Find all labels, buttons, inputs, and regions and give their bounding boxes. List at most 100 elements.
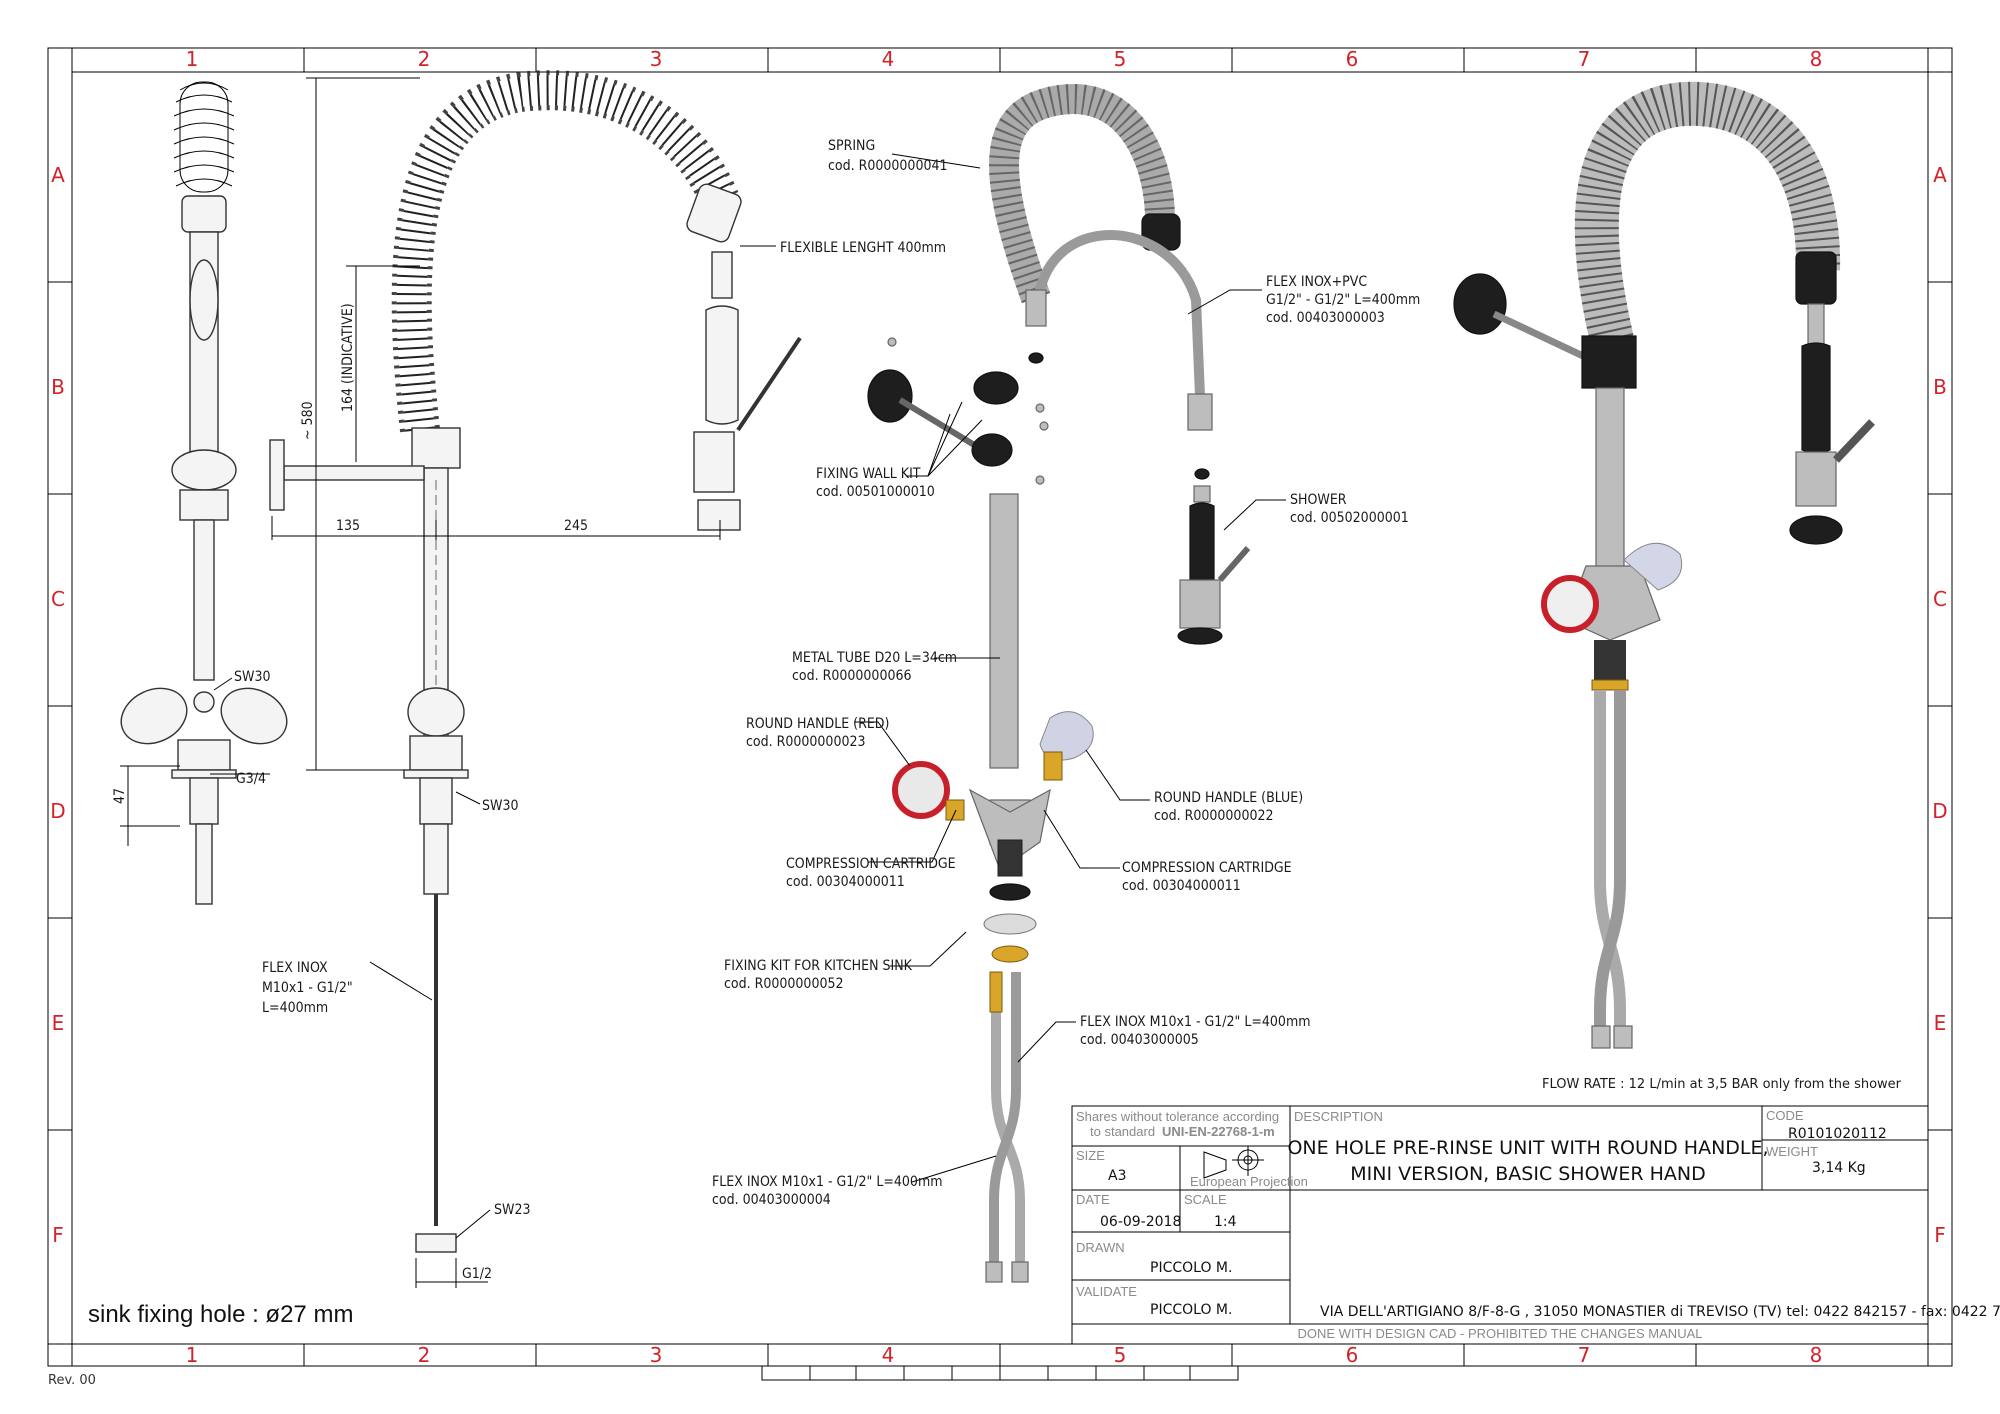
side-view-drawing: [269, 70, 802, 1253]
drawn-label: DRAWN: [1076, 1240, 1125, 1255]
callout-handle-blue-code: cod. R0000000022: [1154, 808, 1274, 824]
grid-row-label: B: [51, 375, 65, 399]
grid-col-label: 7: [1578, 1343, 1591, 1367]
grid-col-label: 3: [650, 1343, 663, 1367]
grid-row-label: B: [1933, 375, 1947, 399]
grid-row-label: A: [1933, 163, 1947, 187]
tolerance-standard: UNI-EN-22768-1-m: [1162, 1124, 1275, 1139]
dim-135: 135: [336, 518, 360, 534]
dim-g34: G3/4: [236, 771, 266, 787]
callout-sink-kit-code: cod. R0000000052: [724, 976, 844, 992]
front-view-drawing: [120, 81, 288, 905]
revision-label: Rev. 00: [48, 1373, 96, 1388]
drawn-value: PICCOLO M.: [1150, 1260, 1232, 1276]
scale-value: 1:4: [1214, 1214, 1237, 1230]
flex-left-line2: M10x1 - G1/2": [262, 980, 353, 996]
grid-row-label: F: [1934, 1223, 1946, 1247]
dim-g12-lines: [415, 1258, 488, 1288]
callout-spring-name: SPRING: [828, 138, 875, 154]
tolerance-line1: Shares without tolerance according: [1076, 1109, 1279, 1124]
grid-col-label: 3: [650, 47, 663, 71]
grid-col-label: 4: [882, 47, 895, 71]
grid-row-label: A: [51, 163, 65, 187]
dim-245: 245: [564, 518, 588, 534]
dim-580: ~ 580: [300, 401, 316, 440]
callout-wall-kit-code: cod. 00501000010: [816, 484, 935, 500]
grid-row-labels-right: A B C D E F: [1932, 163, 1947, 1247]
dim-flexible-length: FLEXIBLE LENGHT 400mm: [780, 240, 946, 256]
exploded-view-drawing: [867, 84, 1251, 1283]
grid-row-label: F: [52, 1223, 64, 1247]
grid-row-label: C: [51, 587, 65, 611]
dim-164-lines: [346, 265, 420, 462]
title-block: [1071, 1105, 1929, 1345]
row-ticks: [48, 281, 1952, 1131]
assembled-3d-view: [1453, 81, 1875, 1049]
grid-col-label: 4: [882, 1343, 895, 1367]
grid-row-label: E: [1934, 1011, 1947, 1035]
callout-flex-pvc-spec: G1/2" - G1/2" L=400mm: [1266, 292, 1420, 308]
callout-flex-lower-name: FLEX INOX M10x1 - G1/2" L=400mm: [712, 1174, 942, 1190]
callout-cartridge-right-name: COMPRESSION CARTRIDGE: [1122, 860, 1292, 876]
grid-row-label: D: [1932, 799, 1947, 823]
code-label: CODE: [1766, 1108, 1804, 1123]
column-ticks: [303, 48, 1697, 1366]
code-value: R0101020112: [1788, 1126, 1887, 1142]
weight-value: 3,14 Kg: [1812, 1160, 1866, 1176]
dim-sw30-side: SW30: [482, 798, 518, 814]
description-line1: ONE HOLE PRE-RINSE UNIT WITH ROUND HANDL…: [1287, 1137, 1768, 1159]
callout-cartridge-left-name: COMPRESSION CARTRIDGE: [786, 856, 956, 872]
footer-note: DONE WITH DESIGN CAD - PROHIBITED THE CH…: [1298, 1326, 1703, 1341]
flex-left-line1: FLEX INOX: [262, 960, 328, 976]
size-value: A3: [1108, 1168, 1126, 1184]
tolerance-line2: to standard: [1090, 1124, 1155, 1139]
grid-col-label: 2: [418, 47, 431, 71]
date-value: 06-09-2018: [1100, 1214, 1181, 1230]
grid-col-label: 2: [418, 1343, 431, 1367]
description-label: DESCRIPTION: [1294, 1109, 1383, 1124]
callout-sink-kit-name: FIXING KIT FOR KITCHEN SINK: [724, 958, 913, 974]
grid-row-label: C: [1933, 587, 1947, 611]
sink-hole-note: sink fixing hole : ø27 mm: [88, 1301, 353, 1328]
scale-label: SCALE: [1184, 1192, 1227, 1207]
dim-47-lines: [120, 765, 180, 846]
callout-shower-code: cod. 00502000001: [1290, 510, 1409, 526]
flow-rate-note: FLOW RATE : 12 L/min at 3,5 BAR only fro…: [1542, 1077, 1902, 1092]
callout-metal-tube-code: cod. R0000000066: [792, 668, 912, 684]
callout-metal-tube-name: METAL TUBE D20 L=34cm: [792, 650, 957, 666]
grid-col-label: 5: [1114, 1343, 1127, 1367]
callout-spring-code: cod. R0000000041: [828, 158, 948, 174]
grid-col-label: 1: [186, 47, 199, 71]
description-line2: MINI VERSION, BASIC SHOWER HAND: [1350, 1163, 1705, 1185]
dim-sw23: SW23: [494, 1202, 530, 1218]
grid-col-label: 8: [1810, 1343, 1823, 1367]
dim-135-245-lines: [271, 516, 721, 540]
callout-cartridge-right-code: cod. 00304000011: [1122, 878, 1241, 894]
projection-label: European Projection: [1190, 1174, 1308, 1189]
callout-cartridge-left-code: cod. 00304000011: [786, 874, 905, 890]
grid-col-label: 7: [1578, 47, 1591, 71]
grid-col-label: 1: [186, 1343, 199, 1367]
validate-value: PICCOLO M.: [1150, 1302, 1232, 1318]
dim-47: 47: [112, 788, 128, 804]
company-address: VIA DELL'ARTIGIANO 8/F-8-G , 31050 MONAS…: [1320, 1304, 2000, 1320]
callout-handle-blue-name: ROUND HANDLE (BLUE): [1154, 790, 1303, 806]
date-label: DATE: [1076, 1192, 1110, 1207]
scale-bar: [761, 1365, 1239, 1381]
callout-flex-pvc-code: cod. 00403000003: [1266, 310, 1385, 326]
validate-label: VALIDATE: [1076, 1284, 1137, 1299]
callout-wall-kit-name: FIXING WALL KIT: [816, 466, 921, 482]
dim-sw30-front: SW30: [234, 669, 270, 685]
callout-leaders: [854, 153, 1286, 1183]
grid-row-label: D: [50, 799, 65, 823]
callout-handle-red-code: cod. R0000000023: [746, 734, 866, 750]
callout-flex-upper-code: cod. 00403000005: [1080, 1032, 1199, 1048]
dim-164: 164 (INDICATIVE): [340, 303, 356, 412]
callout-handle-red-name: ROUND HANDLE (RED): [746, 716, 889, 732]
callout-flex-upper-name: FLEX INOX M10x1 - G1/2" L=400mm: [1080, 1014, 1310, 1030]
dim-g12: G1/2: [462, 1266, 492, 1282]
grid-col-label: 5: [1114, 47, 1127, 71]
size-label: SIZE: [1076, 1148, 1105, 1163]
grid-col-label: 8: [1810, 47, 1823, 71]
